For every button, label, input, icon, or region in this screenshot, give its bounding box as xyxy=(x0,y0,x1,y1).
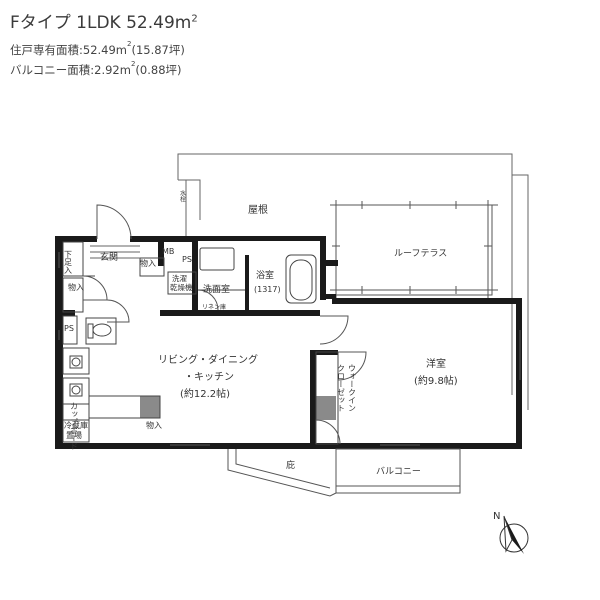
plan-title: Fタイプ 1LDK 52.49m2 xyxy=(10,8,198,33)
storage-mid-label: 物入 xyxy=(68,282,84,292)
interior-lines xyxy=(62,241,339,445)
roof-label: 屋根 xyxy=(248,203,268,216)
private-area-text: 住戸専有面積:52.49m xyxy=(10,43,127,57)
entrance-steps xyxy=(90,245,140,259)
balcony-label: バルコニー xyxy=(376,466,421,477)
dryer-label: 乾燥機 xyxy=(170,282,193,292)
storage-top-label: 物入 xyxy=(140,258,156,268)
shoe-box-label: 下足入 xyxy=(64,250,73,274)
private-area: 住戸専有面積:52.49m2(15.87坪) xyxy=(10,40,185,58)
storage-bottom-label: 物入 xyxy=(146,420,162,430)
north-arrow: N xyxy=(493,511,529,554)
washroom-label: 洗面室 xyxy=(203,283,230,295)
wic-label: ウォークイン xyxy=(348,364,357,412)
cupboard-label: カップボード xyxy=(70,402,79,450)
roof-terrace-label: ルーフテラス xyxy=(394,248,447,259)
hydrant-label: 水栓 xyxy=(179,189,186,203)
roof-terrace-frame xyxy=(330,200,498,298)
roof-area xyxy=(177,153,529,410)
pillars xyxy=(140,396,336,420)
entrance-label: 玄関 xyxy=(100,251,118,263)
linen-label: リネン庫 xyxy=(202,303,226,311)
ldk-label-2: ・キッチン xyxy=(184,371,234,383)
washer-label: 洗濯 xyxy=(172,273,187,283)
room-labels: 屋根 ルーフテラス 玄関 下足入 物入 物入 MB PS PS 洗濯 乾燥機 洗… xyxy=(64,189,458,477)
plan-title-text: Fタイプ 1LDK 52.49m xyxy=(10,13,192,33)
fridge-label: 冷蔵庫 xyxy=(64,420,88,430)
fridge-label-2: 置場 xyxy=(66,430,82,440)
eaves-label: 庇 xyxy=(286,459,295,471)
balcony-area-text: バルコニー面積:2.92m xyxy=(10,63,131,77)
balcony-outline xyxy=(227,448,461,497)
western-room-label: 洋室 xyxy=(426,357,446,370)
window-marks xyxy=(58,252,521,446)
toilet xyxy=(85,317,117,345)
ldk-label-1: リビング・ダイニング xyxy=(158,353,258,366)
ps-left-label: PS xyxy=(64,324,74,333)
door-swings xyxy=(82,204,367,445)
bath-label: 浴室 xyxy=(256,269,274,281)
exterior-walls xyxy=(55,236,522,449)
private-area-sup: 2 xyxy=(127,40,132,48)
ldk-size-label: (約12.2帖) xyxy=(180,387,230,400)
western-size-label: (約9.8帖) xyxy=(414,374,458,387)
wic-label-2: クローゼット xyxy=(337,364,346,412)
balcony-area: バルコニー面積:2.92m2(0.88坪) xyxy=(10,60,182,78)
balcony-area-tsubo: (0.88坪) xyxy=(135,63,182,77)
mb-label: MB xyxy=(162,247,174,256)
balcony-area-sup: 2 xyxy=(130,60,136,68)
plan-title-sup: 2 xyxy=(191,13,198,25)
bath-size-label: (1317) xyxy=(254,285,281,294)
private-area-tsubo: (15.87坪) xyxy=(131,43,185,57)
north-label: N xyxy=(493,511,500,522)
ps-top-label: PS xyxy=(182,255,192,264)
